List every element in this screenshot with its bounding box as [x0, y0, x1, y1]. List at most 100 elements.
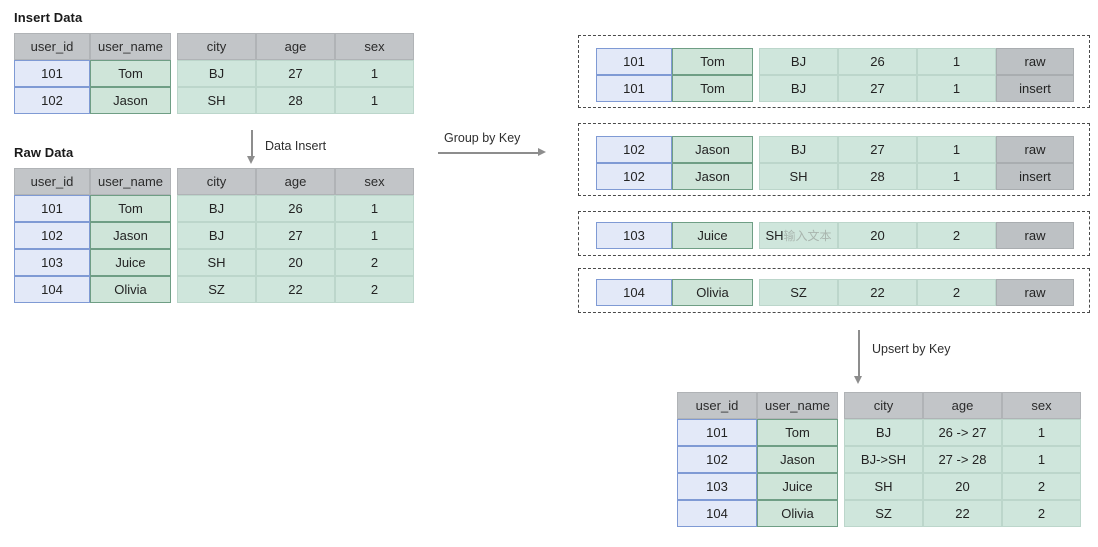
group-box-101 [578, 35, 1090, 108]
cell-city: SH [177, 87, 256, 114]
cell-tag: insert [996, 163, 1074, 190]
cell-sex: 1 [917, 163, 996, 190]
cell-user-name: Tom [90, 195, 171, 222]
table-row: 101 Tom BJ 26 1 [14, 195, 414, 222]
insert-data-title: Insert Data [14, 10, 83, 25]
cell-user-name: Olivia [90, 276, 171, 303]
table-row: 104 Olivia SZ 22 2 [677, 500, 1081, 527]
cell-user-id: 103 [596, 222, 672, 249]
cell-age: 20 [838, 222, 917, 249]
cell-user-name: Olivia [757, 500, 838, 527]
group-by-key-arrow-label: Group by Key [444, 131, 521, 145]
data-insert-arrow-head-icon [247, 156, 255, 164]
group-table-102: 102 Jason BJ 27 1 raw 102 Jason SH 28 1 … [596, 136, 1074, 190]
cell-sex: 1 [335, 60, 414, 87]
table-header-row: user_id user_name city age sex [14, 168, 414, 195]
group-box-103 [578, 211, 1090, 256]
raw-data-title: Raw Data [14, 145, 74, 160]
table-row: 101 Tom BJ 26 -> 27 1 [677, 419, 1081, 446]
table-row: 103 Juice SH 20 2 [677, 473, 1081, 500]
cell-city: SH [844, 473, 923, 500]
column-header-age: age [256, 33, 335, 60]
cell-sex: 2 [335, 249, 414, 276]
cell-tag: raw [996, 279, 1074, 306]
cell-user-name: Jason [90, 222, 171, 249]
cell-user-name: Tom [672, 48, 753, 75]
cell-age: 26 -> 27 [923, 419, 1002, 446]
cell-sex: 1 [1002, 419, 1081, 446]
column-header-sex: sex [335, 168, 414, 195]
column-header-user-id: user_id [14, 33, 90, 60]
column-header-user-id: user_id [677, 392, 757, 419]
raw-data-table: user_id user_name city age sex 101 Tom B… [14, 168, 414, 303]
cell-user-id: 104 [596, 279, 672, 306]
cell-user-id: 103 [14, 249, 90, 276]
column-header-sex: sex [335, 33, 414, 60]
table-row: 103 Juice SH 20 2 [14, 249, 414, 276]
cell-user-id: 102 [596, 136, 672, 163]
cell-user-id: 101 [14, 60, 90, 87]
cell-city-value: SH [765, 228, 784, 243]
column-header-user-name: user_name [757, 392, 838, 419]
cell-age: 20 [256, 249, 335, 276]
cell-user-name: Jason [672, 136, 753, 163]
cell-user-name: Jason [672, 163, 753, 190]
group-table-104: 104 Olivia SZ 22 2 raw [596, 279, 1074, 306]
cell-age: 26 [838, 48, 917, 75]
cell-age: 27 [256, 60, 335, 87]
cell-city: BJ [177, 195, 256, 222]
cell-city: BJ [759, 75, 838, 102]
cell-user-name: Olivia [672, 279, 753, 306]
cell-user-name: Tom [757, 419, 838, 446]
cell-sex: 1 [335, 87, 414, 114]
cell-sex: 2 [917, 222, 996, 249]
cell-city: BJ [844, 419, 923, 446]
upsert-by-key-arrow-label: Upsert by Key [872, 342, 951, 356]
column-header-city: city [177, 168, 256, 195]
cell-user-name: Tom [672, 75, 753, 102]
column-header-age: age [923, 392, 1002, 419]
cell-age: 22 [838, 279, 917, 306]
cell-user-name: Juice [90, 249, 171, 276]
result-table: user_id user_name city age sex 101 Tom B… [677, 392, 1081, 527]
group-by-key-arrow-line [438, 152, 540, 154]
cell-sex: 1 [917, 48, 996, 75]
column-header-user-id: user_id [14, 168, 90, 195]
cell-user-id: 102 [596, 163, 672, 190]
cell-sex: 1 [1002, 446, 1081, 473]
cell-user-id: 104 [14, 276, 90, 303]
cell-user-id: 102 [14, 222, 90, 249]
cell-city: BJ [177, 60, 256, 87]
city-placeholder-text: 输入文本 [783, 229, 832, 243]
cell-city: SH [177, 249, 256, 276]
cell-city: SH输入文本 [759, 222, 838, 249]
cell-user-name: Juice [757, 473, 838, 500]
cell-city: BJ->SH [844, 446, 923, 473]
cell-sex: 1 [335, 195, 414, 222]
column-header-city: city [844, 392, 923, 419]
cell-sex: 1 [917, 75, 996, 102]
column-header-user-name: user_name [90, 33, 171, 60]
cell-age: 20 [923, 473, 1002, 500]
cell-user-name: Jason [757, 446, 838, 473]
cell-age: 27 [838, 136, 917, 163]
column-header-sex: sex [1002, 392, 1081, 419]
cell-age: 27 [838, 75, 917, 102]
table-row: 104 Olivia SZ 22 2 [14, 276, 414, 303]
table-header-row: user_id user_name city age sex [677, 392, 1081, 419]
table-row: 102 Jason SH 28 1 [14, 87, 414, 114]
column-header-city: city [177, 33, 256, 60]
upsert-by-key-arrow-line [858, 330, 860, 378]
cell-user-name: Tom [90, 60, 171, 87]
cell-city: BJ [759, 136, 838, 163]
cell-city: SH [759, 163, 838, 190]
table-row: 102 Jason BJ 27 1 [14, 222, 414, 249]
cell-sex: 1 [335, 222, 414, 249]
cell-user-id: 101 [14, 195, 90, 222]
cell-user-id: 101 [596, 75, 672, 102]
cell-age: 22 [923, 500, 1002, 527]
cell-user-id: 102 [677, 446, 757, 473]
cell-tag: insert [996, 75, 1074, 102]
cell-age: 28 [256, 87, 335, 114]
